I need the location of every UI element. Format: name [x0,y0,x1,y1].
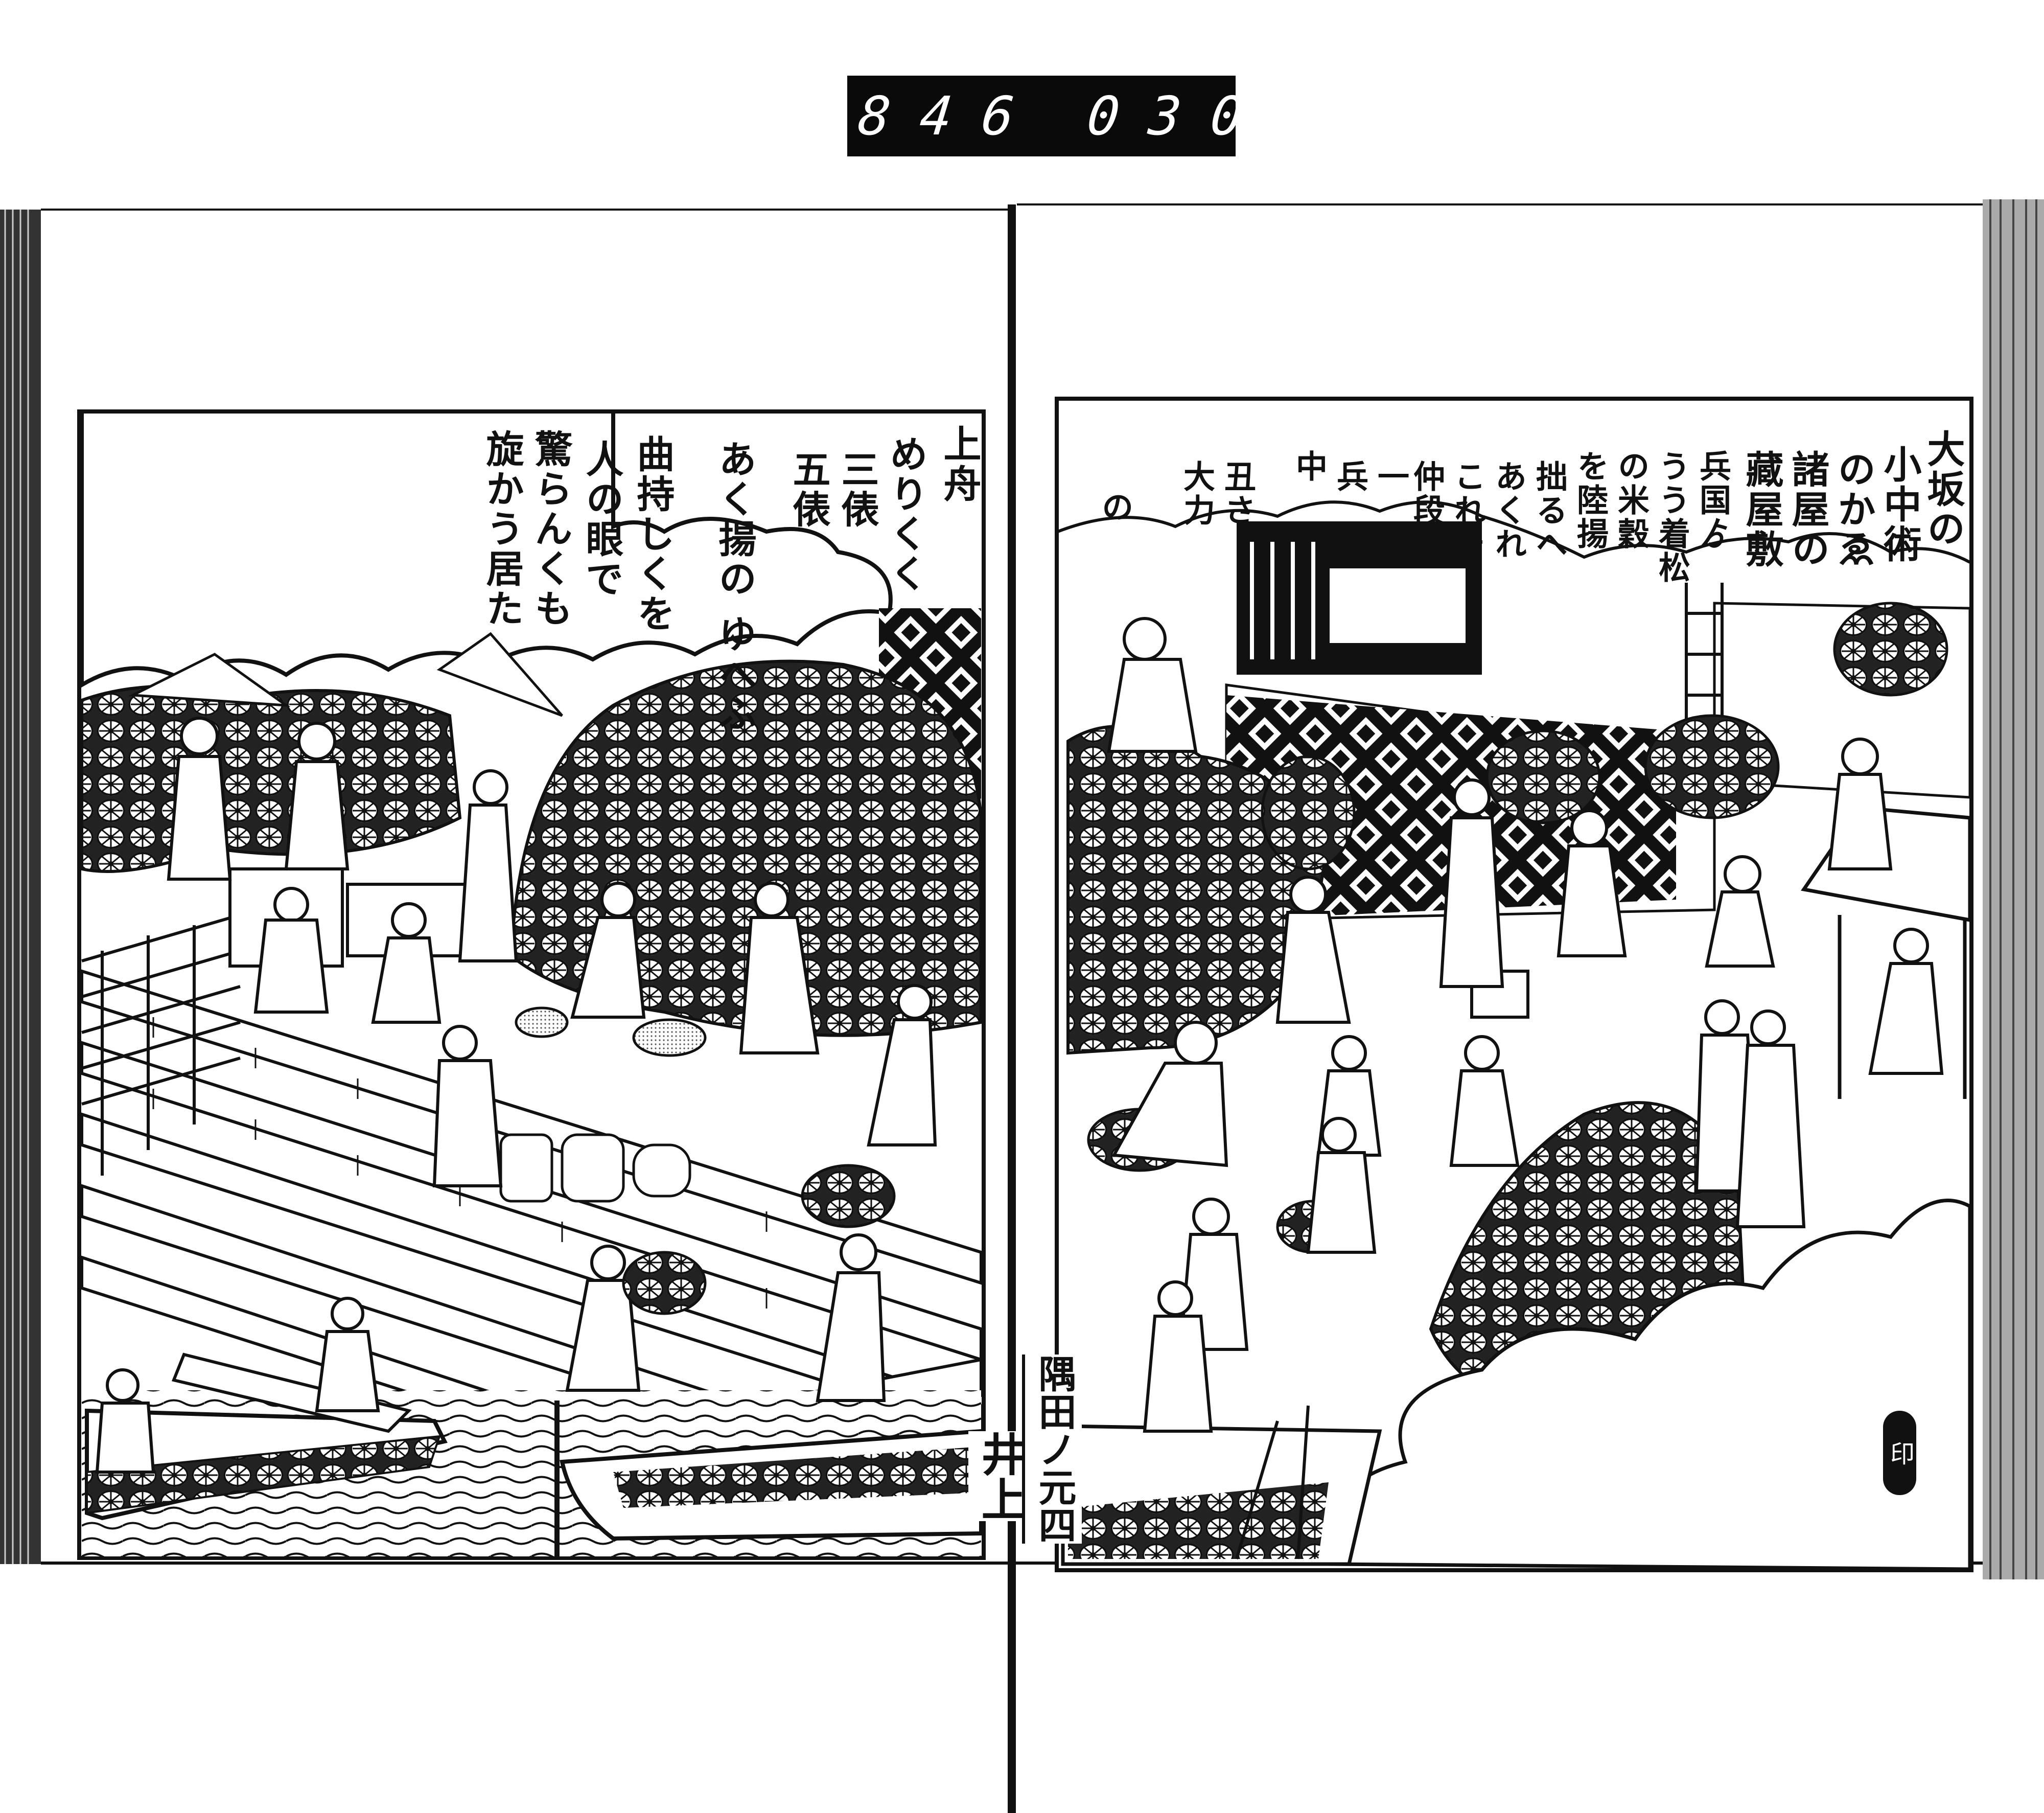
caption-column: 大坂の [1921,429,1965,549]
caption-column: あくれ [1490,460,1527,561]
figures-left [95,717,937,1474]
carried-bale [801,1164,896,1228]
caption-column: 五俵 [786,450,830,530]
caption-column: 兵 [1331,460,1368,494]
wooden-planks [81,913,241,1176]
carried-bale [1485,729,1601,824]
ladder [1685,583,1724,808]
shop-sign [1328,566,1468,645]
caption-column: 藏屋敷 [1739,450,1783,569]
book-right-edge [1983,199,2044,1579]
caption-column: めりくく [884,434,927,594]
caption-column: を陸揚 [1571,450,1609,551]
caption-column: 拙るへ [1530,460,1568,561]
caption-column: 丑さ [1219,460,1256,527]
caption-column: 諸屋の [1785,450,1829,569]
cloud-top [1057,500,1971,564]
scan-id-label: 846 030. [847,76,1337,156]
publisher-seal: 印 [1883,1411,1916,1495]
caption-column: の [1096,491,1133,524]
caption-column: 曲持しくを [631,434,675,634]
page-top-edge [41,203,1983,211]
right-page-scene [1055,397,1973,1572]
rice-basket [632,1018,707,1057]
caption-column: 仲段 [1408,460,1445,527]
figures-right [1107,617,1944,1433]
caption-column: 三俵 [835,450,879,530]
caption-column: 一 [1372,460,1409,494]
caption-column: 兵国ゟ [1694,450,1731,551]
gutter-line [1008,204,1016,1813]
caption-column: 上舟 [937,424,981,504]
caption-column: 大力 [1178,460,1215,527]
gutter-inscription: 隅田ノ元四 [1022,1355,1082,1544]
caption-column: 驚らんくも [528,429,572,629]
caption-column: 旋かう居た [480,429,524,629]
cloud-band [80,409,893,689]
caption-column: 小中術 [1877,445,1921,564]
caption-column: うう着松 [1653,450,1690,585]
caption-column: あく揚の ゆへふ [712,440,756,734]
caption-column: 人の眼で [579,440,623,599]
left-page-scene [77,409,986,1560]
cloud-bottom [1326,1199,1972,1571]
caption-column: の米穀 [1612,450,1650,551]
caption-column: 中 [1290,450,1328,484]
caption-column: これそ [1449,460,1486,561]
wrapped-bundle [561,1133,625,1203]
carver-mark: 井上 [968,1431,1033,1521]
book-left-edge [0,210,41,1564]
caption-column: のかゑ [1831,450,1875,569]
